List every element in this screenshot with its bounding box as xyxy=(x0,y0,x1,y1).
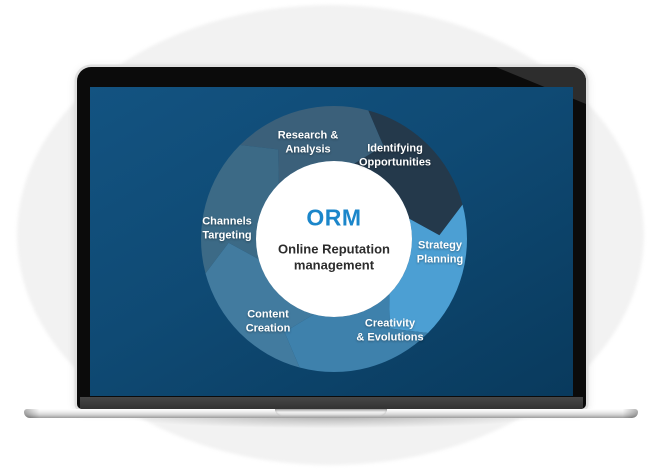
segment-shape-content-creation xyxy=(205,242,314,368)
segment-shape-identifying-opportunities xyxy=(354,110,463,236)
segment-shape-channels-targeting xyxy=(200,145,279,274)
diagram-center-text: ORM Online Reputation management xyxy=(249,204,419,274)
laptop-screen: Research & Analysis Identifying Opportun… xyxy=(90,87,573,396)
laptop-base-shadow xyxy=(30,417,631,433)
segment-shape-research-analysis xyxy=(240,105,384,184)
diagram-center-circle xyxy=(256,161,412,317)
orm-cycle-diagram xyxy=(200,105,468,373)
orm-acronym: ORM xyxy=(306,204,362,231)
laptop-mockup: Research & Analysis Identifying Opportun… xyxy=(77,67,586,409)
lid-opening-notch xyxy=(275,409,387,416)
screen-bezel: Research & Analysis Identifying Opportun… xyxy=(77,67,586,409)
segment-shape-strategy-planning xyxy=(389,204,468,333)
segment-shape-creativity-evolutions xyxy=(284,294,428,373)
orm-title: Online Reputation management xyxy=(278,241,390,273)
screen-chin xyxy=(80,397,583,409)
laptop-base xyxy=(24,409,638,418)
